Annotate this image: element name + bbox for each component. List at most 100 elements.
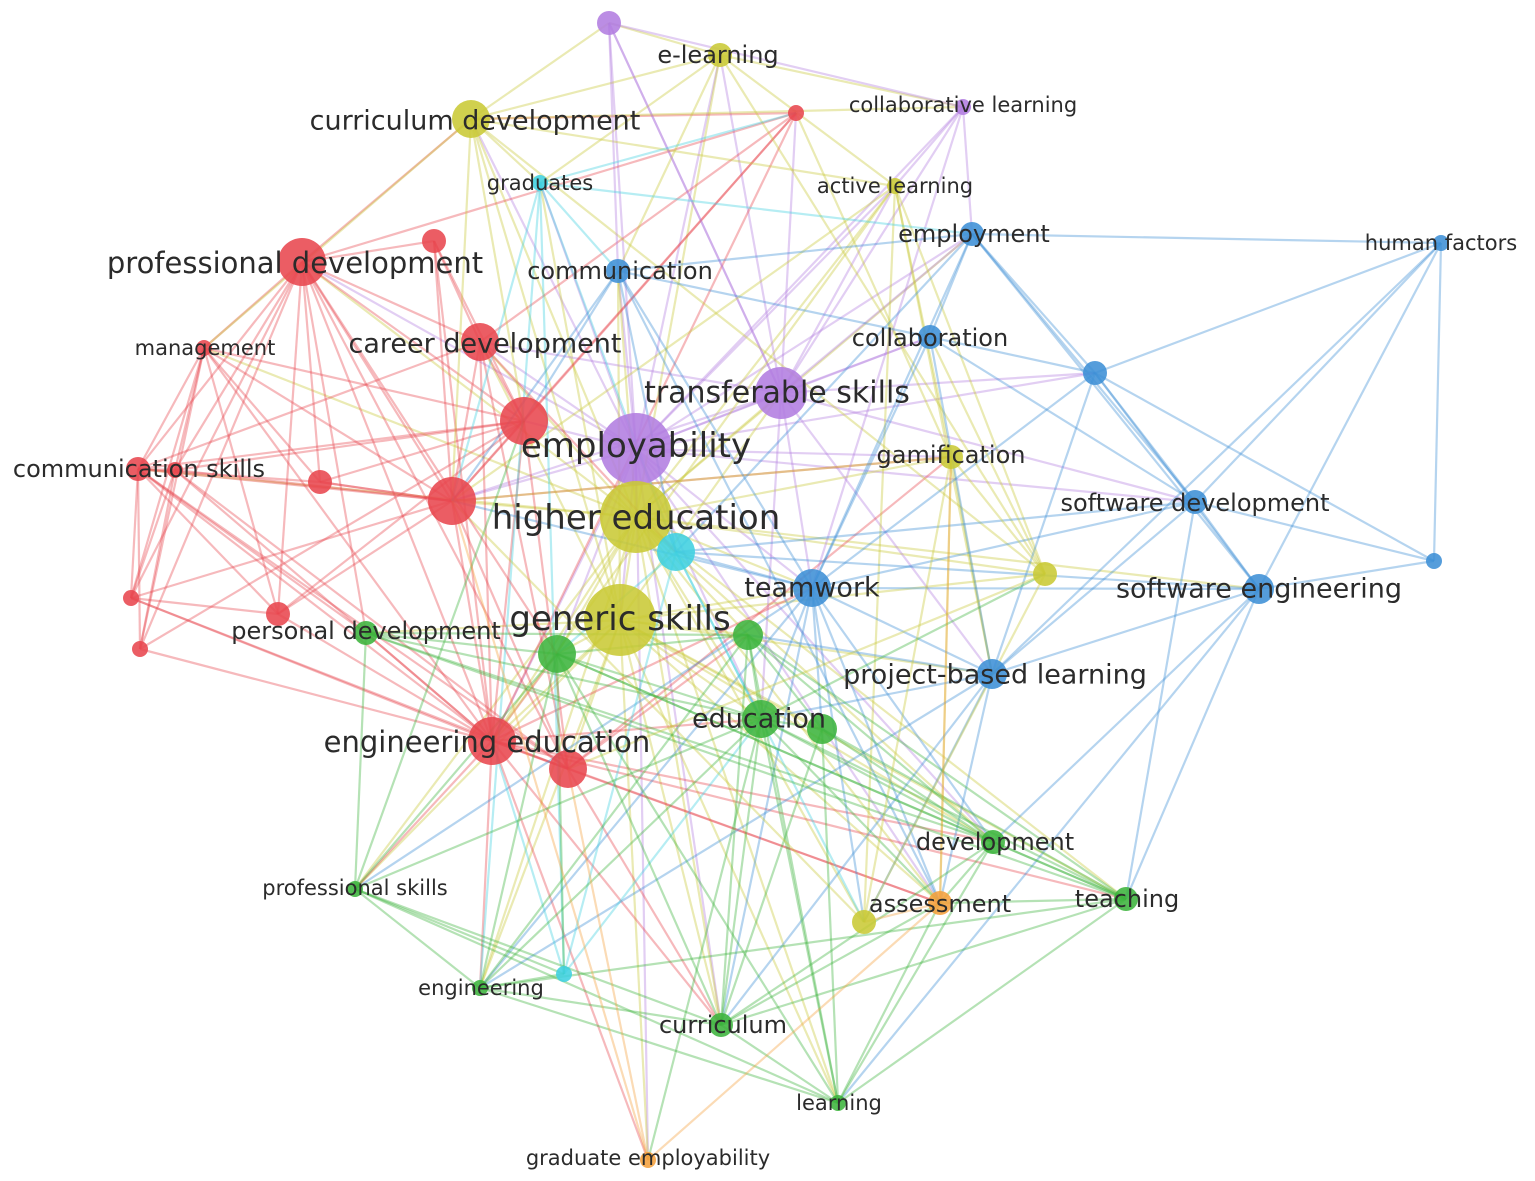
edge-u-green-1-learning <box>556 653 839 1104</box>
node-generic-skills[interactable] <box>584 584 656 656</box>
edge-communication-skills-personal-development <box>137 468 367 634</box>
node-u-red-4[interactable] <box>428 477 476 525</box>
node-engineering-education[interactable] <box>468 717 516 765</box>
edge-transferable-skills-u-blue-1 <box>780 371 1096 395</box>
node-teamwork[interactable] <box>793 569 831 607</box>
edge-human-factors-u-blue-2 <box>1432 242 1443 562</box>
edge-higher-education-employment <box>635 233 973 518</box>
node-curriculum[interactable] <box>709 1013 733 1037</box>
node-employability[interactable] <box>600 413 672 485</box>
nodes-layer <box>123 11 1449 1168</box>
node-u-red-3[interactable] <box>500 397 548 445</box>
edge-professional-development-communication-skills <box>137 261 303 470</box>
node-graduates[interactable] <box>532 175 548 191</box>
edge-development-assessment <box>939 841 994 904</box>
edge-higher-education-professional-development <box>301 261 637 518</box>
edge-higher-education-engineering-education <box>491 516 637 742</box>
node-u-red-8[interactable] <box>132 641 148 657</box>
edge-e-learning-communication <box>617 54 721 272</box>
node-curriculum-development[interactable] <box>452 100 490 138</box>
node-u-yellow-1[interactable] <box>852 910 876 934</box>
node-u-red-10[interactable] <box>549 750 587 788</box>
edge-active-learning-u-yellow-2 <box>893 185 1047 575</box>
node-u-blue-1[interactable] <box>1083 361 1107 385</box>
node-development[interactable] <box>981 830 1005 854</box>
node-higher-education[interactable] <box>600 481 672 553</box>
edge-engineering-education-teamwork <box>491 587 813 742</box>
node-u-purple-1[interactable] <box>597 11 621 35</box>
node-u-green-1[interactable] <box>538 635 576 673</box>
edge-employability-employment <box>635 233 973 450</box>
node-u-red-2[interactable] <box>422 229 446 253</box>
edge-communication-skills-u-red-8 <box>136 468 142 650</box>
node-u-blue-2[interactable] <box>1426 553 1442 569</box>
node-project-based-learning[interactable] <box>977 659 1007 689</box>
node-career-development[interactable] <box>461 323 499 361</box>
edge-graduate-employability-u-red-4 <box>450 500 650 1161</box>
node-professional-skills[interactable] <box>347 881 363 897</box>
edge-curriculum-teaching <box>720 897 1127 1027</box>
label-assessment: assessment <box>869 890 1011 918</box>
edge-employability-collaborative-learning <box>635 106 964 450</box>
edge-u-green-1-engineering <box>478 653 559 989</box>
node-human-factors[interactable] <box>1433 235 1449 251</box>
edge-personal-development-teaching <box>365 631 1127 901</box>
edge-management-u-red-5 <box>203 347 321 483</box>
label-employability: employability <box>521 426 751 466</box>
node-u-red-1[interactable] <box>788 105 804 121</box>
edge-software-engineering-teamwork <box>811 586 1260 591</box>
edge-u-green-1-professional-skills <box>354 653 558 890</box>
edge-communication-u-red-3 <box>523 270 619 422</box>
edge-u-green-2-development <box>747 634 994 843</box>
edge-u-red-9-u-red-10 <box>174 469 569 770</box>
node-u-yellow-2[interactable] <box>1033 562 1057 586</box>
node-communication[interactable] <box>606 259 630 283</box>
edge-u-green-1-curriculum <box>555 653 723 1026</box>
node-u-red-6[interactable] <box>266 602 290 626</box>
edge-engineering-learning <box>479 986 839 1105</box>
node-u-green-2[interactable] <box>733 620 763 650</box>
node-assessment[interactable] <box>928 891 952 915</box>
label-higher-education: higher education <box>492 498 781 538</box>
node-collaboration[interactable] <box>918 325 942 349</box>
node-software-development[interactable] <box>1183 490 1207 514</box>
edge-employability-development <box>635 448 994 843</box>
node-collaborative-learning[interactable] <box>955 99 971 115</box>
edge-software-engineering-u-cyan-1 <box>675 550 1260 591</box>
edge-engineering-education-personal-development <box>365 632 493 742</box>
edge-u-red-5-u-red-3 <box>319 419 525 484</box>
node-employment[interactable] <box>960 222 984 246</box>
node-graduate-employability[interactable] <box>640 1152 656 1168</box>
edge-communication-teamwork <box>617 270 813 589</box>
node-education[interactable] <box>742 700 780 738</box>
node-teaching[interactable] <box>1114 887 1138 911</box>
edge-u-green-2-personal-development <box>365 631 749 637</box>
node-u-red-9[interactable] <box>167 462 183 478</box>
edge-software-engineering-development <box>992 588 1260 843</box>
node-u-red-7[interactable] <box>123 590 139 606</box>
node-personal-development[interactable] <box>354 621 378 645</box>
edge-u-green-1-personal-development <box>365 631 558 656</box>
node-engineering[interactable] <box>472 980 488 996</box>
edge-employability-active-learning <box>635 185 896 450</box>
edge-education-assessment <box>760 718 941 904</box>
node-gamification[interactable] <box>939 445 963 469</box>
node-transferable-skills[interactable] <box>755 367 807 419</box>
node-software-engineering[interactable] <box>1244 574 1274 604</box>
node-u-green-3[interactable] <box>807 714 837 744</box>
node-communication-skills[interactable] <box>126 457 150 481</box>
edge-learning-teaching <box>837 898 1127 1104</box>
edge-professional-development-u-red-3 <box>301 261 525 422</box>
node-u-cyan-2[interactable] <box>556 966 572 982</box>
node-professional-development[interactable] <box>278 238 326 286</box>
node-management[interactable] <box>196 340 212 356</box>
node-u-red-5[interactable] <box>308 470 332 494</box>
edge-curriculum-development-u-purple-1 <box>470 22 610 120</box>
edge-project-based-learning-education <box>760 672 993 721</box>
edge-u-red-8-u-red-9 <box>138 469 177 650</box>
node-u-cyan-1[interactable] <box>657 533 695 571</box>
node-e-learning[interactable] <box>708 43 732 67</box>
edge-employability-assessment <box>635 448 941 904</box>
node-learning[interactable] <box>830 1095 846 1111</box>
node-active-learning[interactable] <box>887 178 903 194</box>
